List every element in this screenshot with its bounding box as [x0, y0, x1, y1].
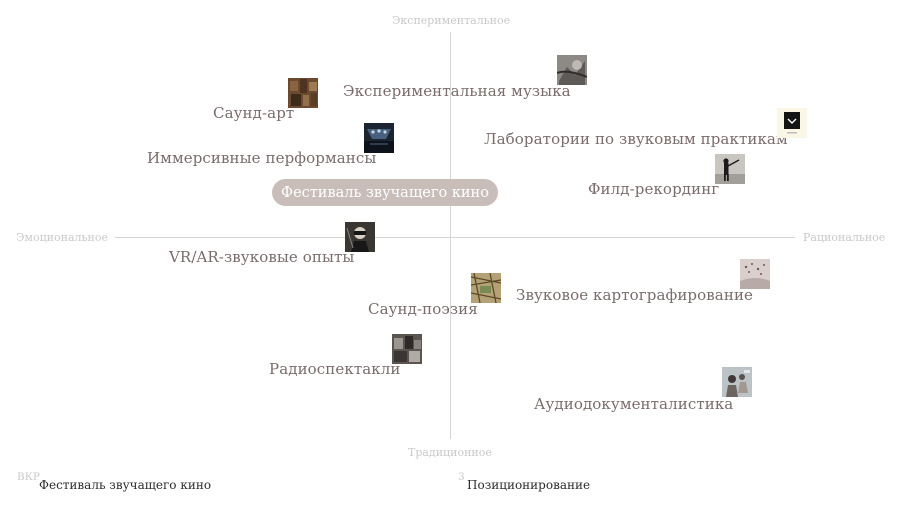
horizontal-axis [115, 237, 795, 238]
item-label-sound-mapping: Звуковое картографирование [516, 286, 754, 304]
thumbnail-sound-poetry [471, 273, 501, 303]
footer-left-title: Фестиваль звучащего кино [39, 478, 212, 492]
footer-page-number: 3 [458, 471, 465, 483]
item-label-radio-plays: Радиоспектакли [269, 360, 401, 378]
thumbnail-vr-ar [345, 222, 375, 252]
axis-label-left: Эмоциональное [16, 231, 108, 244]
thumbnail-audio-doc [722, 367, 752, 397]
item-label-immersive: Иммерсивные перформансы [147, 149, 377, 167]
item-label-field-recording: Филд-рекординг [588, 180, 720, 198]
thumbnail-immersive [364, 123, 394, 153]
item-label-vr-ar: VR/AR-звуковые опыты [169, 248, 355, 266]
thumbnail-sound-labs [777, 108, 807, 138]
axis-label-top: Экспериментальное [392, 14, 511, 27]
thumbnail-field-recording [715, 154, 745, 184]
axis-label-bottom: Традиционное [408, 446, 492, 459]
item-label-experimental-music: Экспериментальная музыка [343, 82, 571, 100]
thumbnail-sound-art [288, 78, 318, 108]
footer-org: ВКР [17, 471, 40, 483]
thumbnail-radio-plays [392, 334, 422, 364]
axis-label-right: Рациональное [803, 231, 886, 244]
footer-section-title: Позиционирование [467, 478, 591, 492]
item-label-sound-labs: Лаборатории по звуковым практикам [484, 130, 788, 148]
vertical-axis [450, 32, 451, 439]
item-label-audio-doc: Аудиодокументалистика [534, 395, 734, 413]
center-pill: Фестиваль звучащего кино [272, 179, 498, 206]
item-label-sound-art: Саунд-арт [213, 104, 295, 122]
item-label-sound-poetry: Саунд-поэзия [368, 300, 478, 318]
thumbnail-experimental-music [557, 55, 587, 85]
thumbnail-sound-mapping [740, 259, 770, 289]
